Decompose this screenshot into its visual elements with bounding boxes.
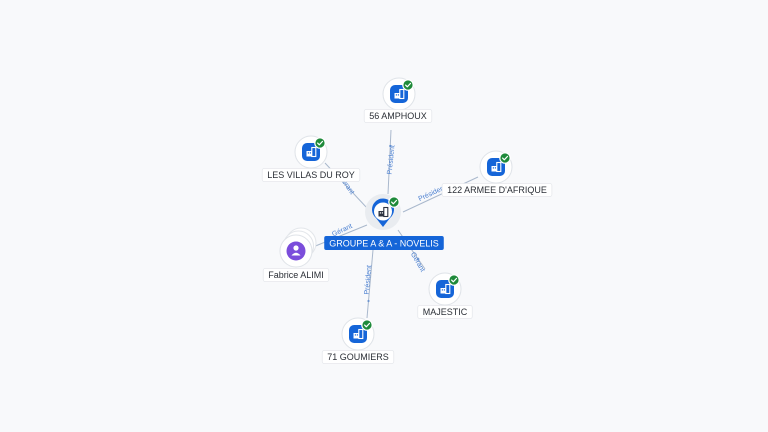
node-label-box <box>261 168 361 182</box>
company-icon <box>394 88 405 100</box>
center-node[interactable]: GROUPE A & A - NOVELIS <box>324 194 444 250</box>
node-label: 71 GOUMIERS <box>327 352 389 362</box>
node-label: LES VILLAS DU ROY <box>267 170 355 180</box>
edge-line <box>387 129 392 195</box>
verified-check-icon <box>448 274 460 286</box>
node-label: Fabrice ALIMI <box>268 270 324 280</box>
company-icon <box>378 206 389 218</box>
node-label-box <box>417 305 473 319</box>
company-icon <box>440 283 451 295</box>
edge-label: Président <box>386 145 396 175</box>
verified-check-icon <box>499 152 511 164</box>
node-label-box <box>262 268 330 282</box>
center-label: GROUPE A & A - NOVELIS <box>329 239 439 249</box>
node-label-box <box>363 109 433 123</box>
node-label-box <box>321 350 395 364</box>
node-alimi[interactable]: Fabrice ALIMI <box>262 227 330 282</box>
node-label: MAJESTIC <box>423 307 468 317</box>
verified-check-icon <box>388 196 400 208</box>
edge-line <box>402 176 479 213</box>
person-icon <box>286 241 306 261</box>
verified-check-icon <box>314 137 326 149</box>
edge-label: Président <box>364 265 374 295</box>
node-villas[interactable]: LES VILLAS DU ROY <box>261 135 361 182</box>
node-armee[interactable]: 122 ARMEE D'AFRIQUE <box>441 150 553 197</box>
company-icon <box>353 328 364 340</box>
verified-check-icon <box>361 319 373 331</box>
node-label: 56 AMPHOUX <box>369 111 427 121</box>
edge-amphoux: Président <box>386 129 397 195</box>
node-majestic[interactable]: MAJESTIC <box>417 272 473 319</box>
edge-line <box>366 249 374 319</box>
company-icon <box>491 161 502 173</box>
node-goumiers[interactable]: 71 GOUMIERS <box>321 317 395 364</box>
center-label-box <box>324 236 444 250</box>
verified-check-icon <box>402 79 414 91</box>
edge-arrow-icon <box>367 299 370 303</box>
edge-arrow-icon <box>417 258 420 261</box>
edge-goumiers: Président <box>364 249 374 319</box>
edge-label: Gérant <box>409 251 426 273</box>
node-label: 122 ARMEE D'AFRIQUE <box>447 185 547 195</box>
node-amphoux[interactable]: 56 AMPHOUX <box>363 77 433 123</box>
node-label-box <box>441 183 553 197</box>
nodes-layer: 56 AMPHOUX LES VILLAS DU ROY 122 ARMEE D'A… <box>261 77 553 364</box>
company-icon <box>306 146 317 158</box>
edge-arrow-icon <box>389 144 392 148</box>
